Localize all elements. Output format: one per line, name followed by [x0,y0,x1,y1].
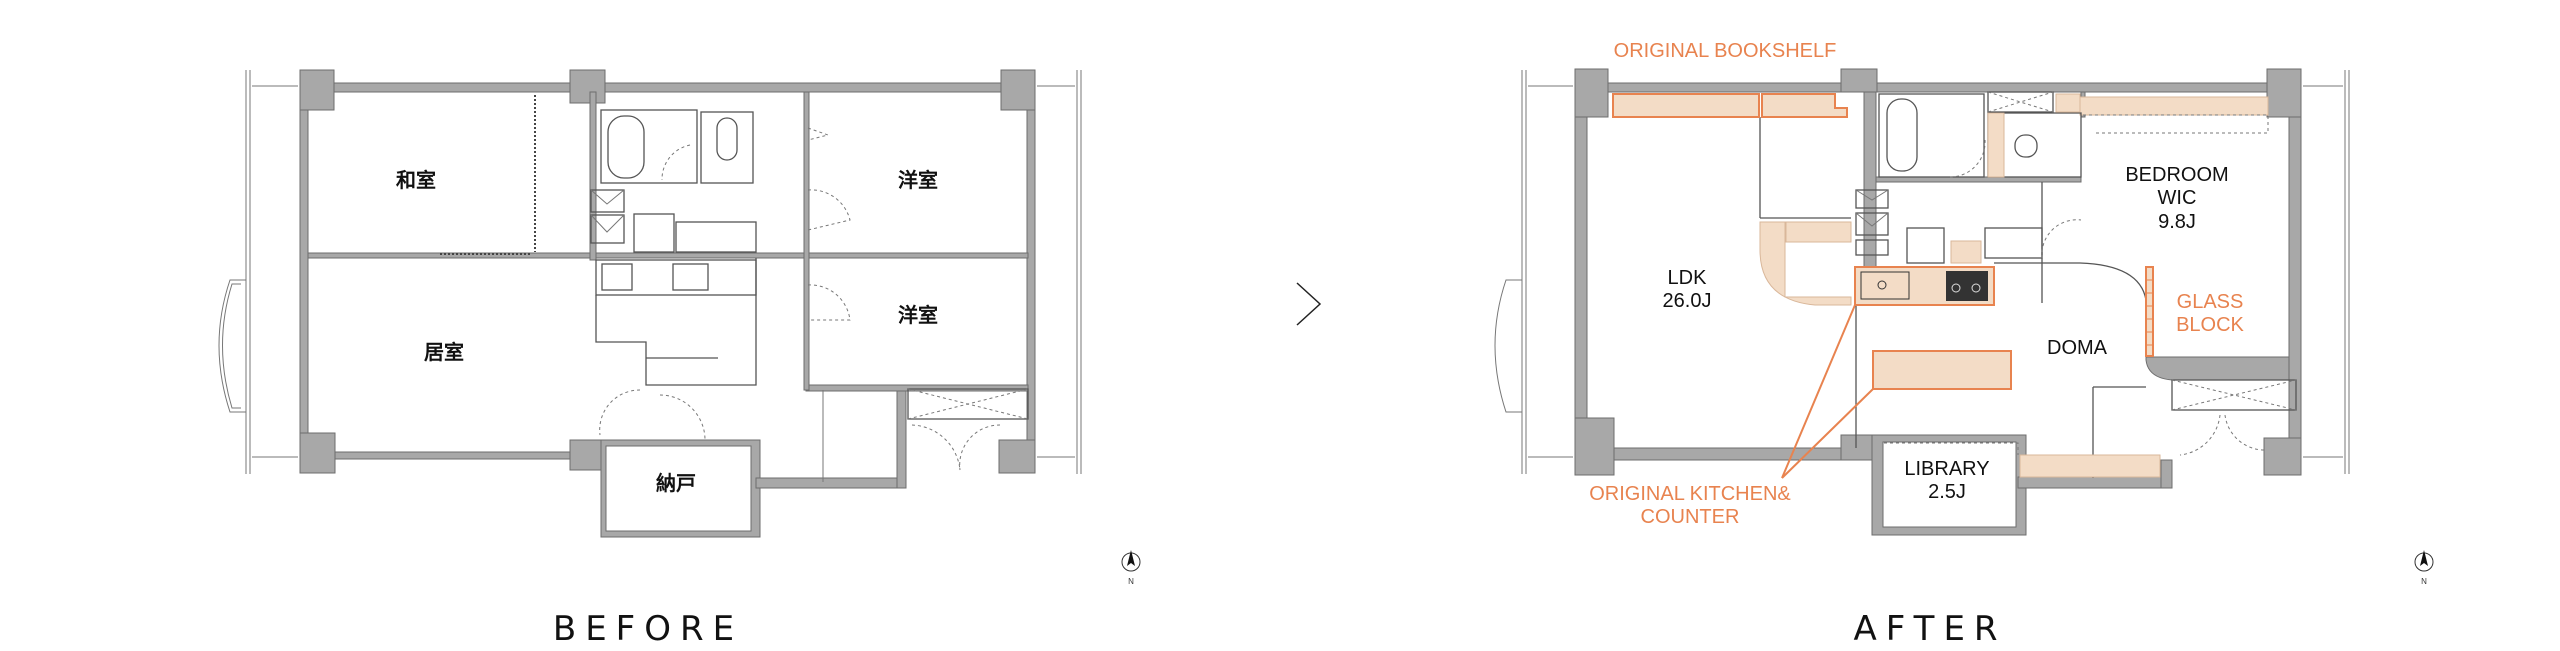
after-caption: AFTER [1853,609,2006,649]
before-caption: BEFORE [553,609,743,649]
compass-label: N [2421,577,2427,586]
compass-icon: N [2414,550,2434,586]
original-bookshelf-highlight [1612,93,1848,118]
walls [299,69,1036,538]
room-label-library: LIBRARY [1904,458,1989,480]
leader-lines [1781,304,1874,479]
compass-icon: N [1121,550,1141,586]
balcony-rail-left [218,70,298,474]
after-plan: ORIGINAL BOOKSHELF LDK 26.0J BEDROOM WIC… [1494,40,2434,649]
balcony-rail-right [1037,70,1082,474]
interior-lines [1759,91,2297,478]
balcony-rail-left [1494,70,1573,474]
annotation-glass-block-2: BLOCK [2176,314,2244,336]
room-label-nando: 納戸 [656,471,696,495]
interior-lines [440,95,1029,482]
room-label-bedroom: BEDROOM [2125,164,2228,186]
kitchen-fixtures [1860,271,1988,301]
chevron-right-icon [1296,282,1322,326]
before-plan: 和室 居室 洋室 洋室 納戸 N BEFORE [218,69,1141,649]
room-label-ldk: LDK [1668,267,1708,289]
original-counter-highlight [1872,350,2012,390]
room-size-library: 2.5J [1928,481,1966,503]
annotation-original-bookshelf: ORIGINAL BOOKSHELF [1614,40,1837,62]
room-size-ldk: 26.0J [1663,290,1712,312]
room-label-wic: WIC [2158,187,2197,209]
room-size-bedroom: 9.8J [2158,211,2196,233]
room-label-washitsu: 和室 [396,168,436,192]
glass-block-highlight [2145,266,2154,357]
annotation-original-kitchen-2: COUNTER [1641,506,1740,528]
room-label-yoshitsu-1: 洋室 [898,168,938,192]
room-label-doma: DOMA [2047,337,2108,359]
room-label-yoshitsu-2: 洋室 [898,303,938,327]
room-label-kyoshitsu: 居室 [424,340,464,364]
annotation-original-kitchen-1: ORIGINAL KITCHEN& [1589,483,1791,505]
compass-label: N [1128,577,1134,586]
annotation-glass-block-1: GLASS [2177,291,2244,313]
balcony-rail-right [2303,70,2350,474]
